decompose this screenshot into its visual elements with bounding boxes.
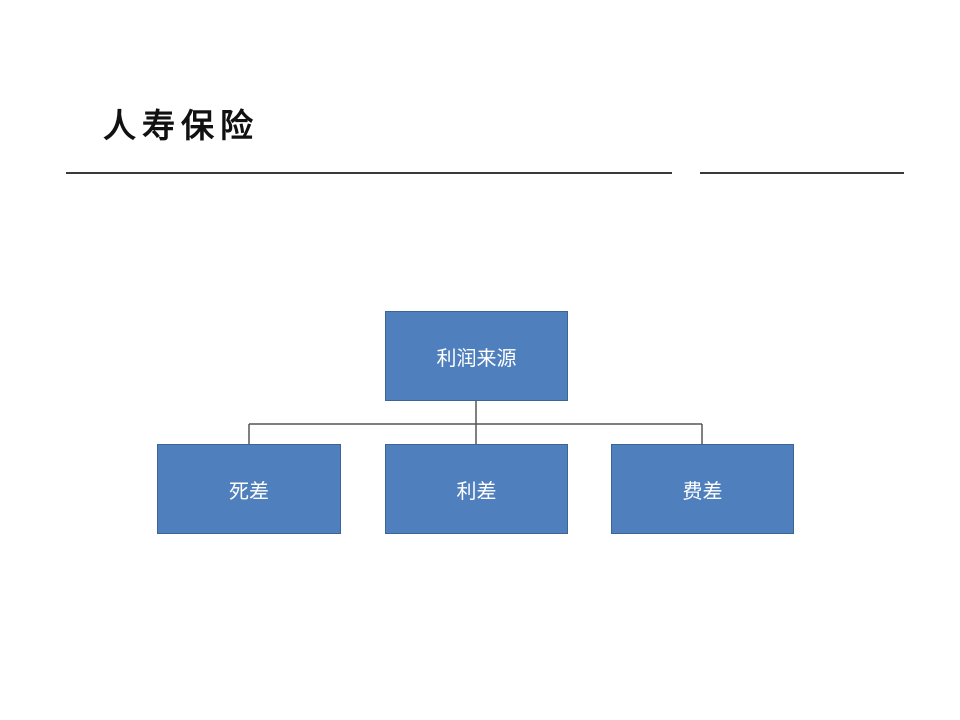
org-node-root-label: 利润来源 [436,345,517,370]
org-node-child-3-label: 费差 [682,478,723,503]
org-node-child-1: 死差 [157,444,341,534]
org-node-child-2: 利差 [385,444,568,534]
org-node-root: 利润来源 [385,311,568,401]
slide-title: 人寿保险 [103,106,259,145]
org-node-child-1-label: 死差 [229,478,269,503]
org-node-child-2-label: 利差 [456,478,497,503]
title-underline-left [66,172,672,174]
org-node-child-3: 费差 [611,444,794,534]
title-underline-right [700,172,904,174]
